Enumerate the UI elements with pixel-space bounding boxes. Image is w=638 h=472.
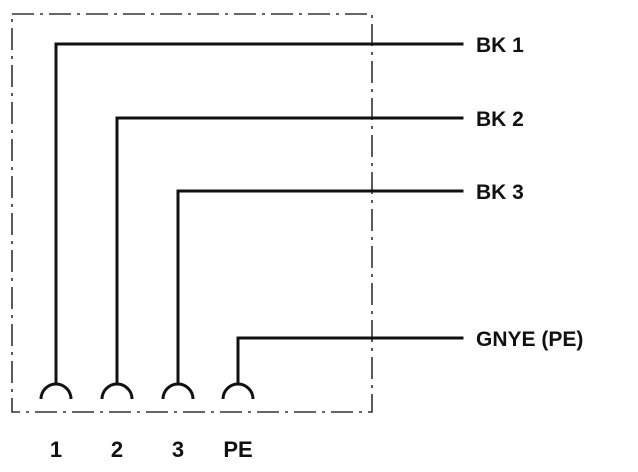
wire-gnye-pe: GNYE (PE) PE: [221, 328, 583, 462]
pin-2-socket-icon: [100, 382, 134, 400]
wire-gnye-pe-label: GNYE (PE): [476, 328, 583, 351]
connector-housing-outline: [11, 13, 373, 413]
pin-3-label: 3: [172, 437, 184, 462]
wire-bk3-label: BK 3: [476, 181, 524, 204]
wire-bk2-label: BK 2: [476, 108, 524, 131]
pin-1-socket-icon: [39, 382, 73, 400]
wire-bk3-line: [176, 189, 464, 384]
pin-2-label: 2: [111, 437, 123, 462]
wire-bk1-line: [54, 42, 464, 384]
wire-bk2: BK 2 2: [100, 108, 524, 462]
pin-pe-socket-icon: [221, 382, 255, 400]
wire-bk1-label: BK 1: [476, 34, 524, 57]
pin-3-socket-icon: [161, 382, 195, 400]
wire-gnye-pe-line: [236, 336, 464, 384]
wire-bk3: BK 3 3: [161, 181, 524, 462]
wire-bk2-line: [115, 116, 464, 384]
pin-pe-label: PE: [223, 437, 252, 462]
pin-1-label: 1: [50, 437, 62, 462]
wire-bk1: BK 1 1: [39, 34, 524, 462]
